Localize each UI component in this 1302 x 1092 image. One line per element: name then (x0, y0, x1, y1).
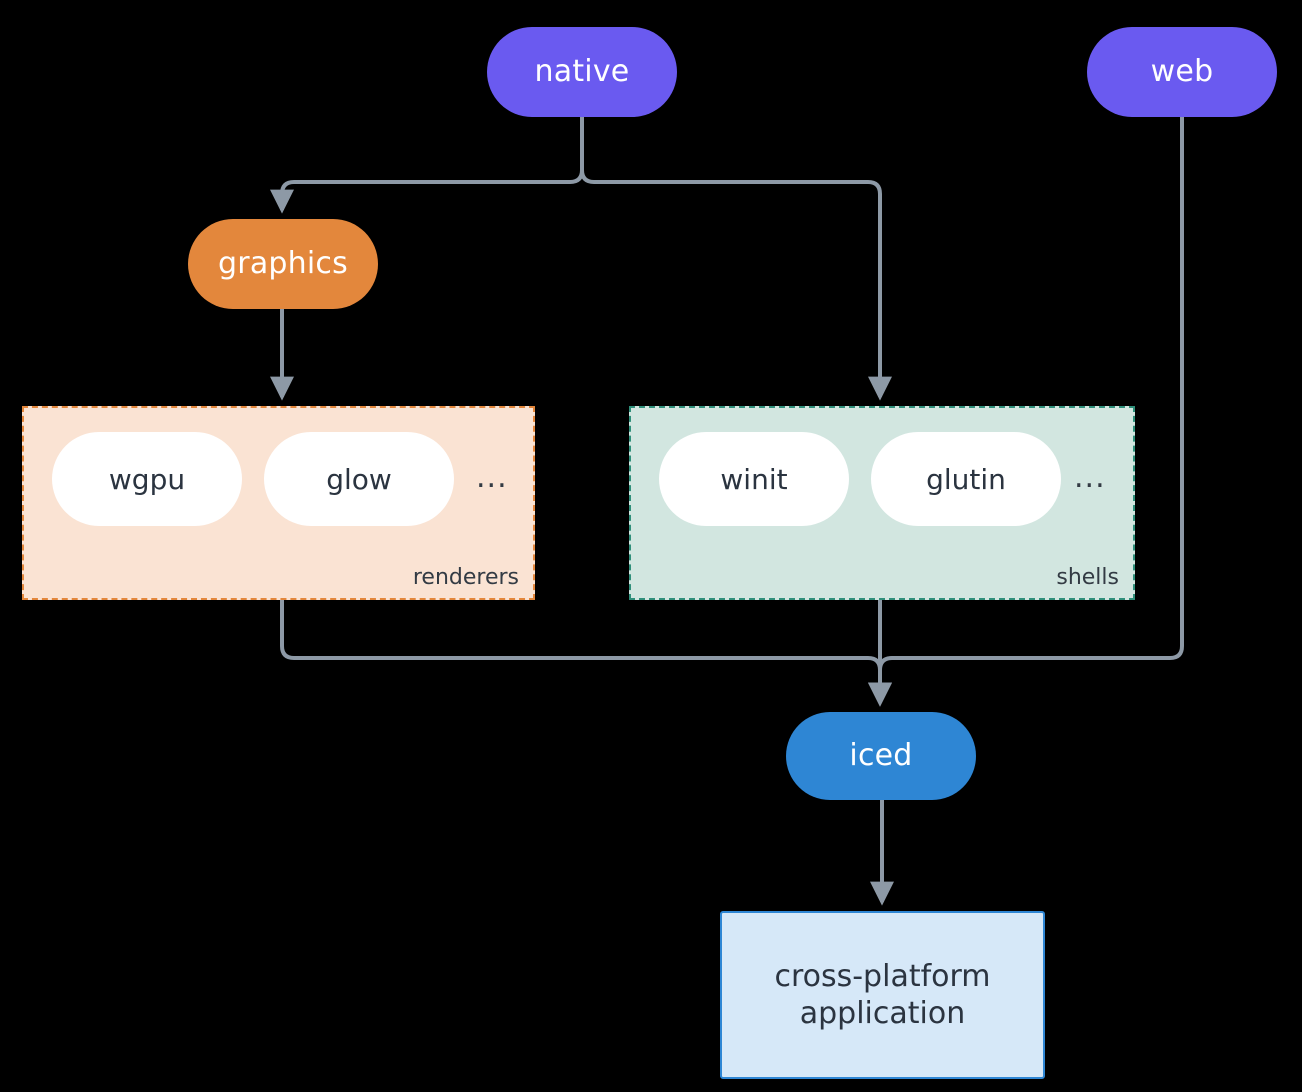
node-iced[interactable]: iced (786, 712, 976, 800)
chip-glow-label: glow (326, 462, 392, 496)
node-cross-platform-application[interactable]: cross-platform application (720, 911, 1045, 1079)
chip-wgpu[interactable]: wgpu (52, 432, 242, 526)
group-renderers[interactable]: wgpu glow ... renderers (22, 406, 535, 600)
chip-glutin-label: glutin (926, 462, 1006, 496)
group-shells-label: shells (1056, 565, 1119, 590)
chip-glow[interactable]: glow (264, 432, 454, 526)
chip-winit[interactable]: winit (659, 432, 849, 526)
node-web-label: web (1150, 54, 1214, 90)
group-shells[interactable]: winit glutin ... shells (629, 406, 1135, 600)
node-native-label: native (534, 54, 630, 90)
edge-web-to-iced (868, 117, 1184, 707)
node-graphics-label: graphics (218, 246, 348, 282)
chip-glutin[interactable]: glutin (871, 432, 1061, 526)
group-renderers-label: renderers (412, 565, 519, 590)
node-native[interactable]: native (487, 27, 677, 117)
application-label-line1: cross-platform (774, 958, 991, 994)
shells-more-ellipsis: ... (1074, 460, 1106, 495)
renderers-more-ellipsis: ... (476, 460, 508, 495)
edge-native-to-graphics (270, 169, 584, 214)
chip-winit-label: winit (720, 462, 788, 496)
chip-wgpu-label: wgpu (108, 462, 186, 496)
node-web[interactable]: web (1087, 27, 1277, 117)
application-label-line2: application (799, 996, 966, 1031)
node-graphics[interactable]: graphics (188, 219, 378, 309)
node-iced-label: iced (849, 738, 913, 774)
edge-renderers-to-iced (280, 600, 892, 707)
edge-native-to-shells (580, 169, 892, 401)
